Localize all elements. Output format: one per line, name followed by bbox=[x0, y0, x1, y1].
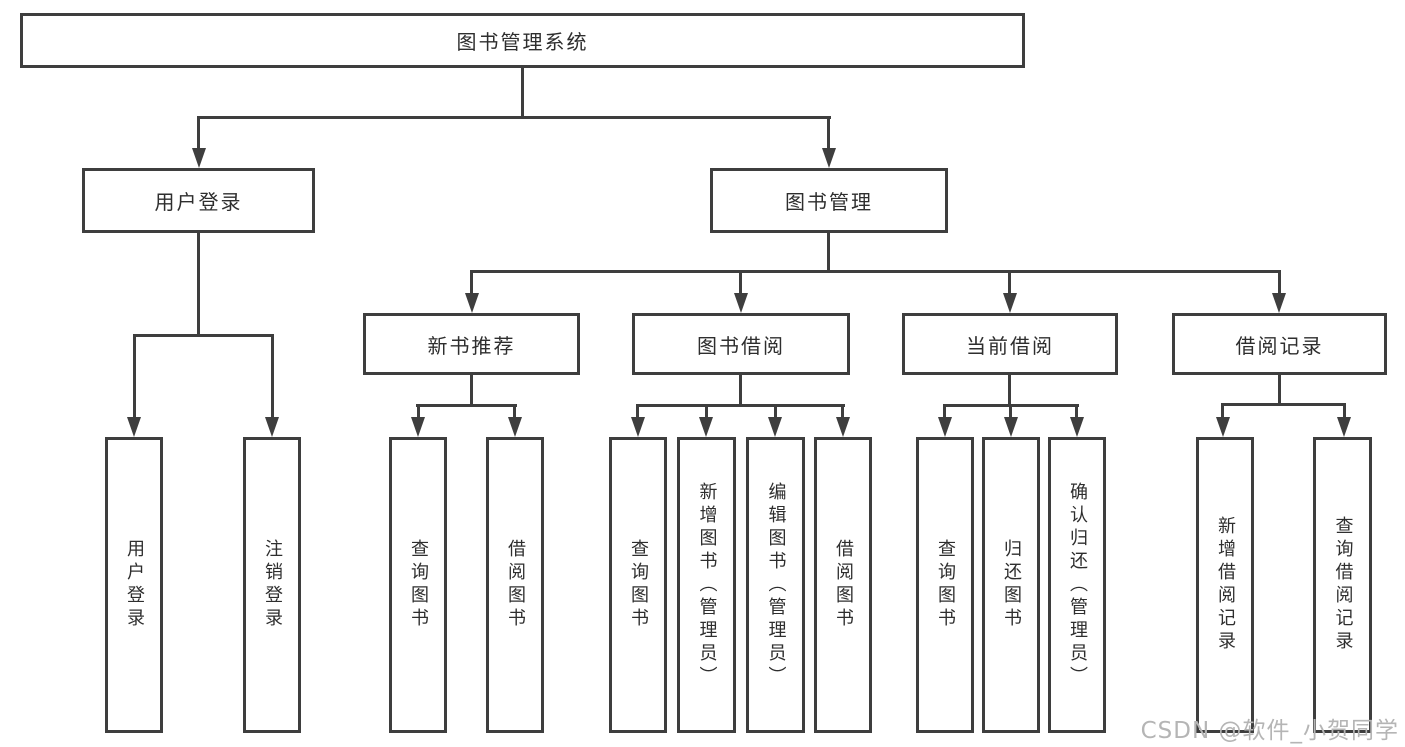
connector-line bbox=[1008, 270, 1011, 294]
connector-line bbox=[841, 404, 844, 418]
leaf-user-login: 用户登录 bbox=[105, 437, 163, 733]
arrowhead-down-icon bbox=[836, 417, 850, 437]
arrowhead-down-icon bbox=[938, 417, 952, 437]
connector-line bbox=[739, 270, 742, 294]
arrowhead-down-icon bbox=[1272, 293, 1286, 313]
connector-line bbox=[774, 404, 777, 418]
node-book-management: 图书管理 bbox=[710, 168, 948, 233]
arrowhead-down-icon bbox=[127, 417, 141, 437]
arrowhead-down-icon bbox=[508, 417, 522, 437]
node-new-book-recommend: 新书推荐 bbox=[363, 313, 580, 375]
arrowhead-down-icon bbox=[822, 148, 836, 168]
leaf-query-books-borrowing: 查询图书 bbox=[609, 437, 667, 733]
leaf-borrow-books-borrowing: 借阅图书 bbox=[814, 437, 872, 733]
node-current-borrowing: 当前借阅 bbox=[902, 313, 1118, 375]
connector-line bbox=[636, 404, 845, 407]
connector-line bbox=[705, 404, 708, 418]
connector-line bbox=[470, 270, 473, 294]
csdn-watermark: CSDN @软件_小贺同学 bbox=[1140, 718, 1399, 744]
connector-line bbox=[271, 334, 274, 417]
arrowhead-down-icon bbox=[465, 293, 479, 313]
leaf-confirm-return-admin: 确认归还（管理员） bbox=[1048, 437, 1106, 733]
leaf-add-book-admin: 新增图书（管理员） bbox=[677, 437, 736, 733]
leaf-return-books: 归还图书 bbox=[982, 437, 1040, 733]
connector-line bbox=[416, 404, 517, 407]
arrowhead-down-icon bbox=[734, 293, 748, 313]
connector-line bbox=[1278, 270, 1281, 294]
arrowhead-down-icon bbox=[1337, 417, 1351, 437]
connector-line bbox=[636, 404, 639, 418]
arrowhead-down-icon bbox=[631, 417, 645, 437]
connector-line bbox=[1221, 403, 1346, 406]
connector-line bbox=[1221, 403, 1224, 418]
connector-line bbox=[1008, 375, 1011, 407]
leaf-query-books-recommend: 查询图书 bbox=[389, 437, 447, 733]
arrowhead-down-icon bbox=[1070, 417, 1084, 437]
connector-line bbox=[1075, 404, 1078, 418]
connector-line bbox=[470, 270, 1281, 273]
connector-line bbox=[417, 404, 420, 418]
arrowhead-down-icon bbox=[1216, 417, 1230, 437]
leaf-query-books-current: 查询图书 bbox=[916, 437, 974, 733]
connector-line bbox=[1009, 404, 1012, 418]
node-user-login: 用户登录 bbox=[82, 168, 315, 233]
leaf-query-borrow-record: 查询借阅记录 bbox=[1313, 437, 1372, 733]
connector-line bbox=[513, 404, 516, 418]
connector-line bbox=[133, 334, 136, 417]
connector-line bbox=[739, 375, 742, 407]
leaf-add-borrow-record: 新增借阅记录 bbox=[1196, 437, 1254, 733]
leaf-edit-book-admin: 编辑图书（管理员） bbox=[746, 437, 805, 733]
connector-line bbox=[827, 116, 830, 151]
connector-line bbox=[1343, 403, 1346, 418]
leaf-borrow-books-recommend: 借阅图书 bbox=[486, 437, 544, 733]
arrowhead-down-icon bbox=[699, 417, 713, 437]
arrowhead-down-icon bbox=[265, 417, 279, 437]
connector-line bbox=[133, 334, 274, 337]
connector-line bbox=[197, 233, 200, 337]
arrowhead-down-icon bbox=[768, 417, 782, 437]
connector-line bbox=[1278, 375, 1281, 405]
node-borrow-records: 借阅记录 bbox=[1172, 313, 1387, 375]
node-book-borrowing: 图书借阅 bbox=[632, 313, 850, 375]
connector-line bbox=[470, 375, 473, 407]
arrowhead-down-icon bbox=[1003, 293, 1017, 313]
arrowhead-down-icon bbox=[1004, 417, 1018, 437]
arrowhead-down-icon bbox=[192, 148, 206, 168]
connector-line bbox=[197, 116, 200, 151]
connector-line bbox=[197, 116, 831, 119]
leaf-logout: 注销登录 bbox=[243, 437, 301, 733]
connector-line bbox=[943, 404, 946, 418]
node-library-management-system: 图书管理系统 bbox=[20, 13, 1025, 68]
connector-line bbox=[827, 233, 830, 273]
connector-line bbox=[521, 68, 524, 118]
arrowhead-down-icon bbox=[411, 417, 425, 437]
